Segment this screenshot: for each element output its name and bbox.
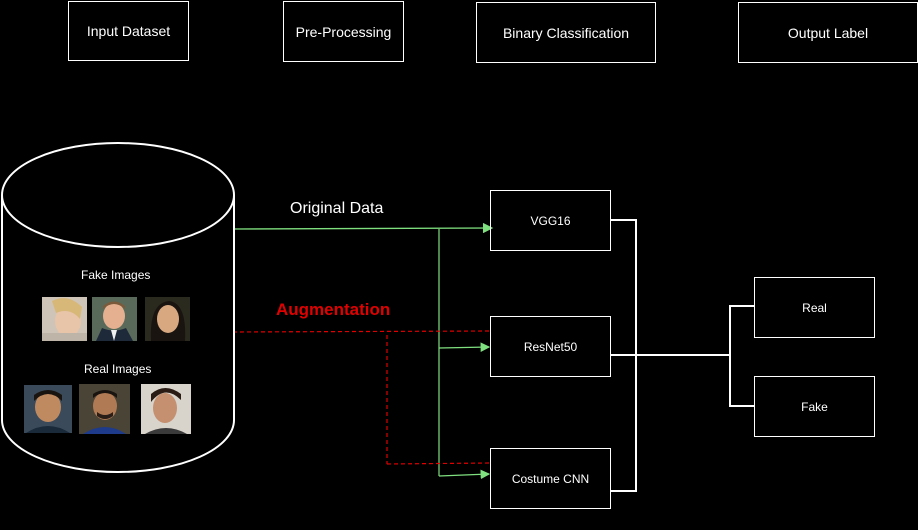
stage-input-dataset: Input Dataset <box>68 1 189 61</box>
original-to-resnet-arrow <box>438 342 491 352</box>
fake-face-image-2 <box>92 297 137 341</box>
augmentation-label: Augmentation <box>276 300 391 319</box>
fake-face-image-3 <box>145 297 190 341</box>
fake-face-image-1 <box>42 297 87 341</box>
output-real-box: Real <box>754 277 875 338</box>
stage-preprocessing: Pre-Processing <box>283 1 404 62</box>
original-to-cnn-arrow <box>438 469 491 480</box>
stage-binary-classification: Binary Classification <box>476 2 656 63</box>
resnet50-model-box: ResNet50 <box>490 316 611 377</box>
augmentation-to-cnn-line <box>386 462 491 465</box>
original-data-arrow <box>232 222 494 234</box>
real-face-image-3 <box>141 384 191 434</box>
output-fake-box: Fake <box>754 376 875 437</box>
real-face-image-1 <box>24 385 72 433</box>
fake-images-label: Fake Images <box>81 268 151 282</box>
real-face-image-2 <box>79 384 130 434</box>
custom-cnn-model-box: Costume CNN <box>490 448 611 509</box>
output-split-line <box>729 305 754 407</box>
original-data-label: Original Data <box>290 200 384 217</box>
augmentation-line <box>232 330 491 333</box>
vgg16-model-box: VGG16 <box>490 190 611 251</box>
real-images-label: Real Images <box>84 362 152 376</box>
